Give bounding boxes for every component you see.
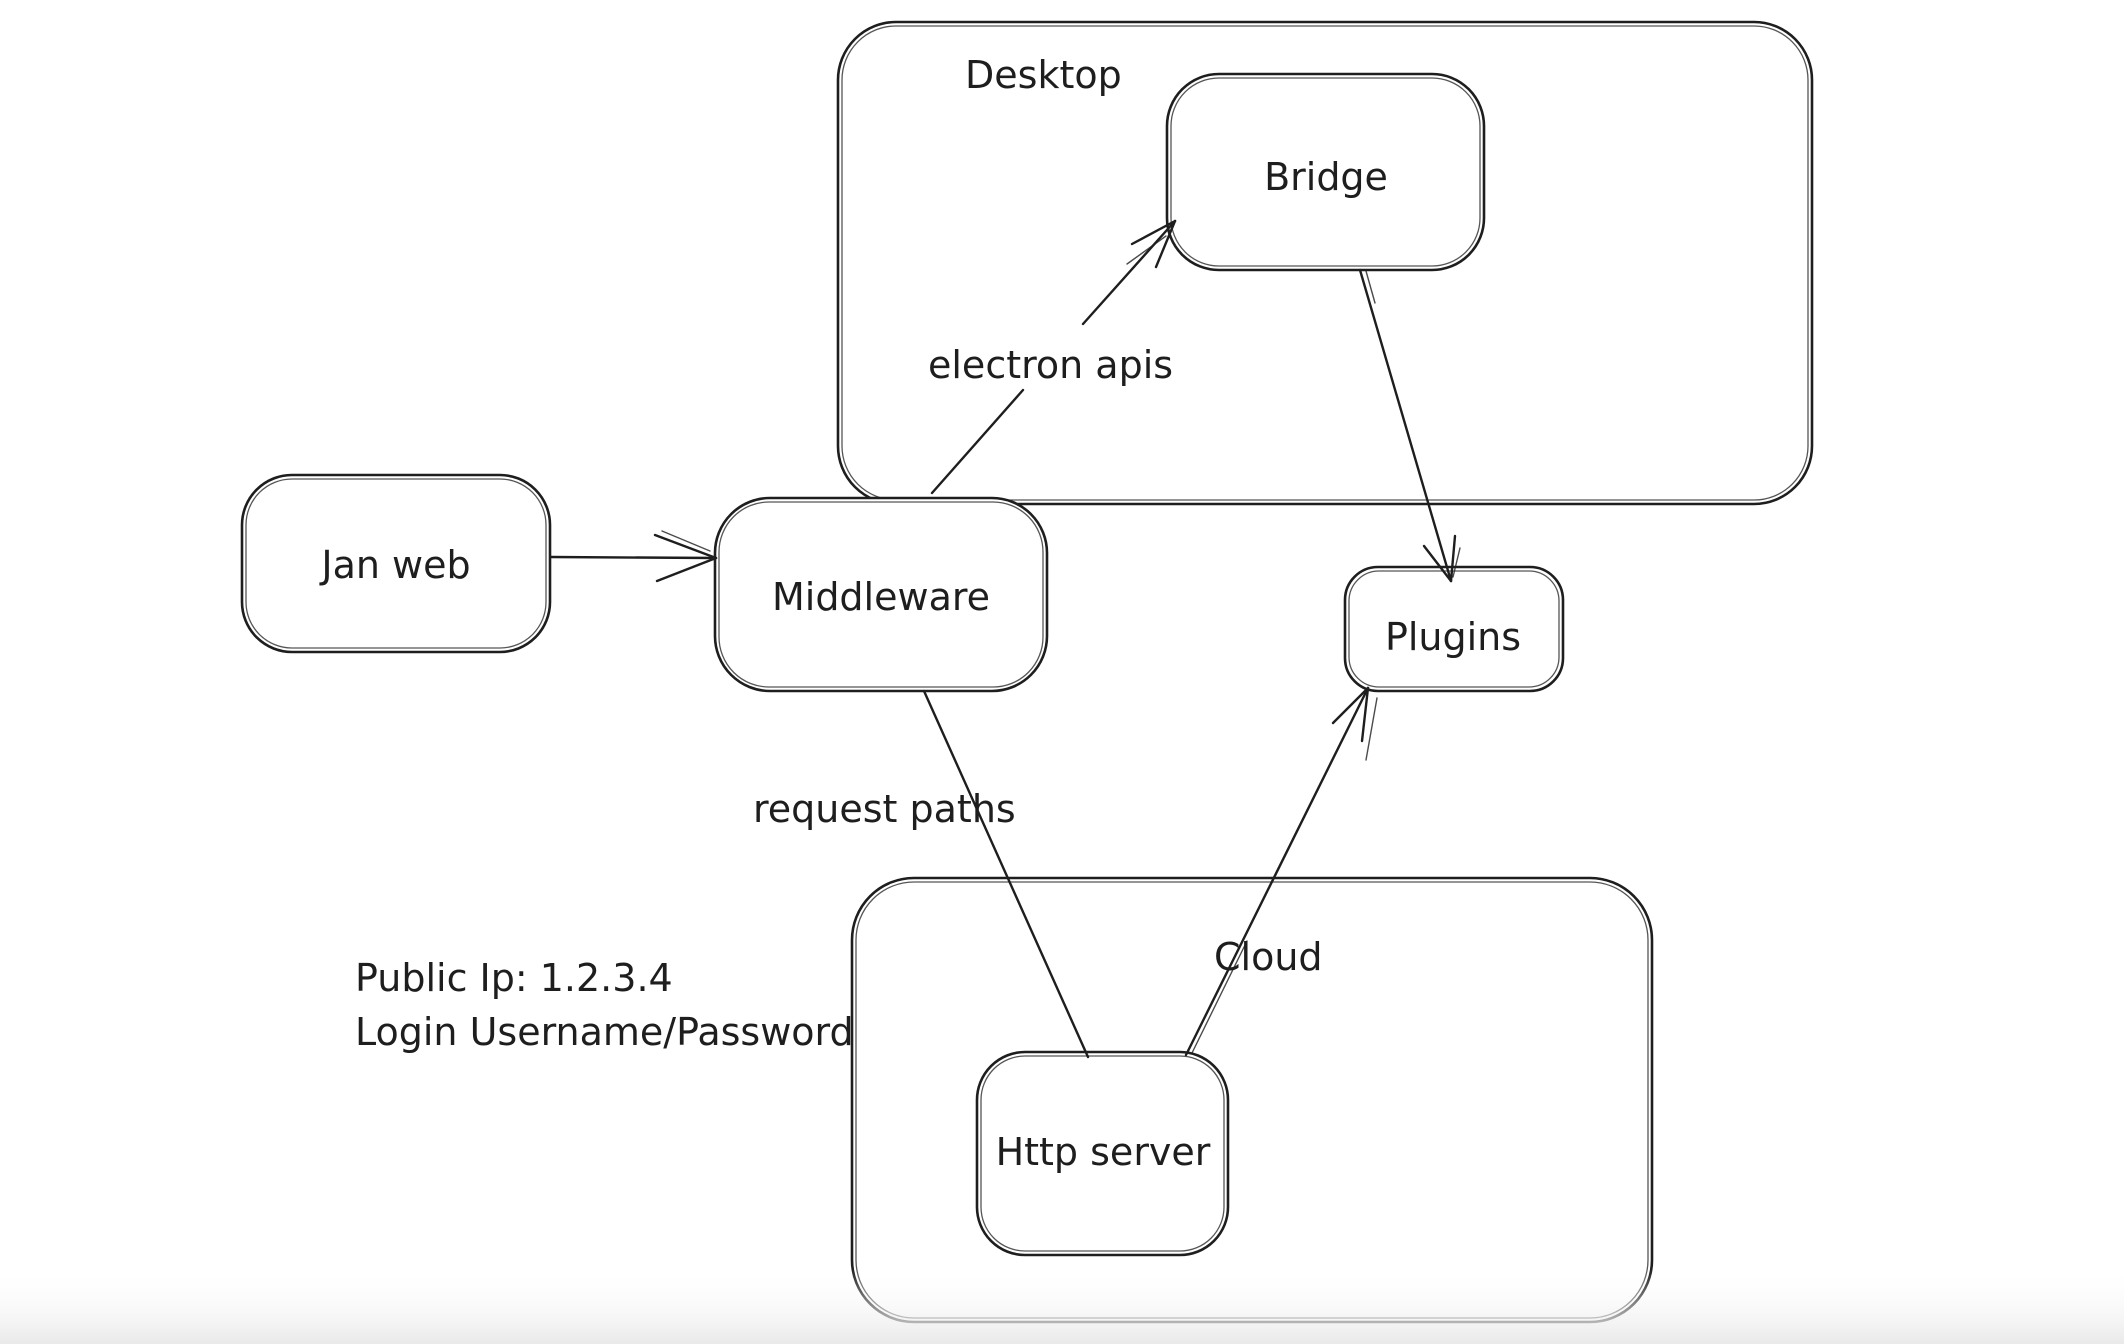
arrowhead-leg [1449,534,1457,583]
arrowhead-sketch-stroke [1365,697,1378,761]
arrow-line [1358,268,1453,583]
node-middleware-label[interactable]: Middleware [772,575,990,619]
node-jan-web[interactable] [240,473,552,654]
arrowhead-leg [1331,686,1370,725]
arrowhead-sketch-stroke [1126,235,1167,265]
arrowhead-leg [655,556,718,583]
arrow-line [549,555,718,560]
arrow-sketch-stroke [1191,940,1248,1054]
edge-bridge-to-plugins[interactable] [1358,268,1461,583]
edge-label-request-paths[interactable]: request paths [753,787,1016,831]
annotation-public-ip[interactable]: Public Ip: 1.2.3.4 [355,956,673,1000]
arrow-line [1184,686,1370,1057]
edge-label-electron-apis[interactable]: electron apis [928,343,1173,387]
container-desktop-label[interactable]: Desktop [965,53,1122,97]
arrow-line [922,689,1090,1059]
arrowhead-leg [1422,544,1453,583]
node-plugins[interactable] [1343,565,1565,693]
node-bridge[interactable] [1165,72,1486,272]
bridge-box [1165,72,1486,272]
container-cloud-label[interactable]: Cloud [1214,935,1323,979]
arrow-line-segment [930,388,1025,495]
arrowhead-leg [1154,219,1177,269]
arrow-sketch-stroke [1365,270,1376,304]
plugins-box [1343,565,1565,693]
edge-janweb-to-middleware[interactable] [549,530,718,583]
arrowhead-sketch-stroke [661,530,711,552]
middleware-box [713,496,1049,693]
annotation-login[interactable]: Login Username/Password [355,1010,854,1054]
arrowhead-leg [1130,219,1177,246]
http-server-box [975,1050,1230,1257]
node-bridge-label[interactable]: Bridge [1264,155,1388,199]
node-plugins-label[interactable]: Plugins [1385,615,1521,659]
arrowhead-leg [1360,686,1370,743]
node-http-server-label[interactable]: Http server [996,1130,1211,1174]
edge-middleware-to-http[interactable] [922,689,1090,1059]
node-jan-web-label[interactable]: Jan web [319,543,470,587]
middleware-box-sketch-stroke [718,501,1044,688]
bottom-fade [0,1268,2124,1344]
edge-http-to-plugins[interactable] [1184,686,1378,1057]
jan-web-box [240,473,552,654]
jan-web-box-sketch-stroke [245,478,547,649]
node-middleware[interactable] [713,496,1049,693]
bridge-box-sketch-stroke [1170,77,1481,267]
edge-middleware-to-bridge[interactable] [930,219,1177,495]
http-server-box-sketch-stroke [980,1055,1225,1252]
arrowhead-leg [653,533,718,560]
desktop-box-sketch-stroke [841,25,1809,501]
node-http-server[interactable] [975,1050,1230,1257]
arrowhead-sketch-stroke [1452,547,1461,578]
arrow-line-segment [1081,219,1177,326]
